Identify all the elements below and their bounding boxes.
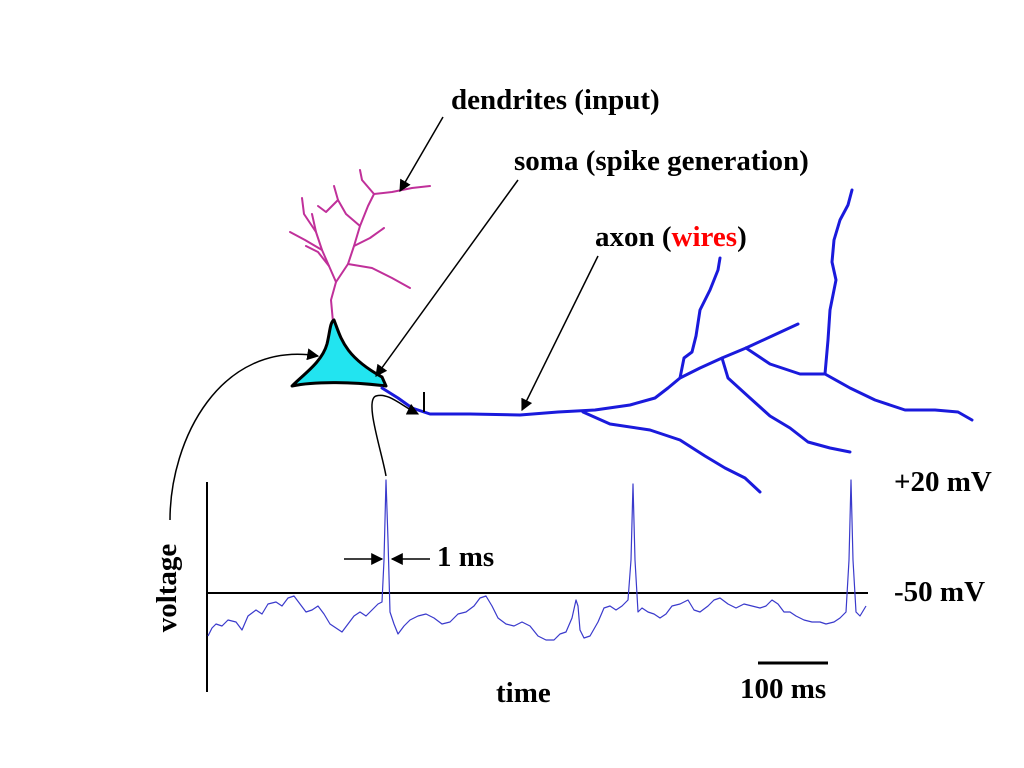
- soma: [290, 318, 388, 388]
- axon: [380, 188, 974, 494]
- soma-label: soma (spike generation): [514, 145, 809, 177]
- duration-label: 1 ms: [437, 541, 494, 573]
- axon-label-highlight: wires: [672, 221, 738, 253]
- recording-axes: [206, 482, 868, 692]
- minus50-label: -50 mV: [894, 576, 985, 608]
- axon-label: axon (wires): [595, 221, 747, 253]
- dendrites-label: dendrites (input): [451, 84, 660, 116]
- arrow-to-dendrites: [399, 116, 444, 193]
- axon-label-prefix: axon (: [595, 221, 672, 253]
- plus20-label: +20 mV: [894, 466, 992, 498]
- voltage-label: voltage: [151, 544, 183, 633]
- arrow-to-soma: [375, 179, 519, 377]
- time-label: time: [496, 677, 551, 709]
- arrow-voltage-to-soma: [169, 348, 320, 521]
- pointer-arrows: [169, 116, 599, 521]
- dendrites: [289, 169, 431, 323]
- scale-label: 100 ms: [740, 673, 826, 705]
- voltage-trace: [207, 479, 867, 641]
- arrow-spike-to-axon: [371, 394, 420, 477]
- axon-label-suffix: ): [737, 221, 747, 253]
- arrow-to-axon: [521, 255, 599, 412]
